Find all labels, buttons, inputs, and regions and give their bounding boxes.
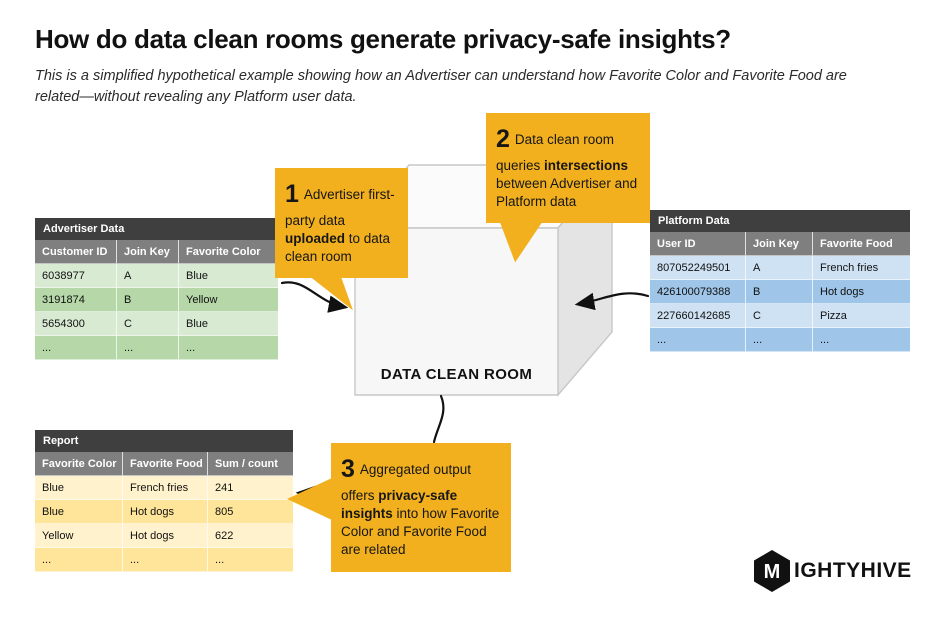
table-cell: Hot dogs: [123, 500, 208, 524]
table-cell: 807052249501: [650, 256, 746, 280]
table-row: Yellow Hot dogs 622: [35, 524, 293, 548]
table-cell: Hot dogs: [813, 280, 910, 304]
table-cell: ...: [746, 328, 813, 352]
page-title: How do data clean rooms generate privacy…: [35, 24, 731, 54]
callout-3-number: 3: [341, 455, 355, 483]
callout-3-text-post: into how Favorite Color and Favorite Foo…: [341, 505, 500, 558]
callout-3-text-pre: Aggregated output offers: [341, 462, 471, 503]
page-subtitle: This is a simplified hypothetical exampl…: [35, 68, 847, 106]
column-header: Favorite Food: [123, 452, 208, 476]
table-cell: Yellow: [179, 288, 278, 312]
table-cell: Blue: [179, 264, 278, 288]
mightyhive-hexagon-icon: M: [754, 550, 790, 592]
table-cell: ...: [179, 336, 278, 360]
table-cell: French fries: [123, 476, 208, 500]
platform-data-table: Platform Data User ID Join Key Favorite …: [650, 210, 910, 352]
column-header: Favorite Color: [179, 240, 278, 264]
table-row: ... ... ...: [650, 328, 910, 352]
callout-2-text-post: between Advertiser and Platform data: [496, 175, 638, 210]
callout-3-text-bold: privacy-safe insights: [341, 487, 458, 521]
column-header: Join Key: [117, 240, 179, 264]
table-cell: Blue: [35, 476, 123, 500]
mightyhive-logo: M IGHTYHIVE: [752, 549, 912, 593]
table-row: 807052249501 A French fries: [650, 256, 910, 280]
callout-3-tail: [287, 478, 332, 520]
table-cell: C: [117, 312, 179, 336]
table-cell: Hot dogs: [123, 524, 208, 548]
column-header: Favorite Color: [35, 452, 123, 476]
table-row: 6038977 A Blue: [35, 264, 278, 288]
table-cell: ...: [35, 336, 117, 360]
table-cell: C: [746, 304, 813, 328]
report-table: Report Favorite Color Favorite Food Sum …: [35, 430, 293, 572]
table-cell: ...: [123, 548, 208, 572]
platform-table-title: Platform Data: [650, 210, 910, 232]
callout-2-text-pre: Data clean room queries: [496, 132, 614, 173]
table-row: ... ... ...: [35, 548, 293, 572]
table-row: 3191874 B Yellow: [35, 288, 278, 312]
table-cell: 227660142685: [650, 304, 746, 328]
table-header-row: Favorite Color Favorite Food Sum / count: [35, 452, 293, 476]
callout-1-text-bold: uploaded: [285, 230, 345, 246]
cube-label: DATA CLEAN ROOM: [380, 366, 533, 383]
table-cell: 241: [208, 476, 293, 500]
table-cell: 3191874: [35, 288, 117, 312]
column-header: Favorite Food: [813, 232, 910, 256]
table-cell: Blue: [35, 500, 123, 524]
table-cell: Pizza: [813, 304, 910, 328]
callout-1-text-post: to data clean room: [285, 230, 391, 265]
advertiser-data-table: Advertiser Data Customer ID Join Key Fav…: [35, 218, 278, 360]
callout-2-text-bold: intersections: [544, 157, 629, 173]
table-row: Blue Hot dogs 805: [35, 500, 293, 524]
table-cell: 6038977: [35, 264, 117, 288]
table-row: ... ... ...: [35, 336, 278, 360]
callout-1-number: 1: [285, 180, 299, 208]
column-header: User ID: [650, 232, 746, 256]
table-cell: B: [117, 288, 179, 312]
table-cell: French fries: [813, 256, 910, 280]
table-cell: ...: [813, 328, 910, 352]
table-row: 227660142685 C Pizza: [650, 304, 910, 328]
table-header-row: User ID Join Key Favorite Food: [650, 232, 910, 256]
table-cell: Yellow: [35, 524, 123, 548]
column-header: Sum / count: [208, 452, 293, 476]
advertiser-table-title: Advertiser Data: [35, 218, 278, 240]
table-cell: ...: [650, 328, 746, 352]
logo-icon-letter: M: [764, 561, 781, 583]
table-cell: A: [117, 264, 179, 288]
callout-2-number: 2: [496, 125, 510, 153]
table-row: 426100079388 B Hot dogs: [650, 280, 910, 304]
table-cell: B: [746, 280, 813, 304]
report-table-title: Report: [35, 430, 293, 452]
table-cell: 5654300: [35, 312, 117, 336]
logo-wordmark: IGHTYHIVE: [794, 559, 912, 582]
column-header: Customer ID: [35, 240, 117, 264]
table-cell: ...: [35, 548, 123, 572]
callout-1-text-pre: Advertiser first-party data: [285, 187, 395, 228]
table-header-row: Customer ID Join Key Favorite Color: [35, 240, 278, 264]
table-cell: Blue: [179, 312, 278, 336]
table-cell: A: [746, 256, 813, 280]
table-cell: 426100079388: [650, 280, 746, 304]
column-header: Join Key: [746, 232, 813, 256]
table-cell: ...: [208, 548, 293, 572]
table-cell: ...: [117, 336, 179, 360]
table-cell: 805: [208, 500, 293, 524]
table-cell: 622: [208, 524, 293, 548]
table-row: Blue French fries 241: [35, 476, 293, 500]
table-row: 5654300 C Blue: [35, 312, 278, 336]
